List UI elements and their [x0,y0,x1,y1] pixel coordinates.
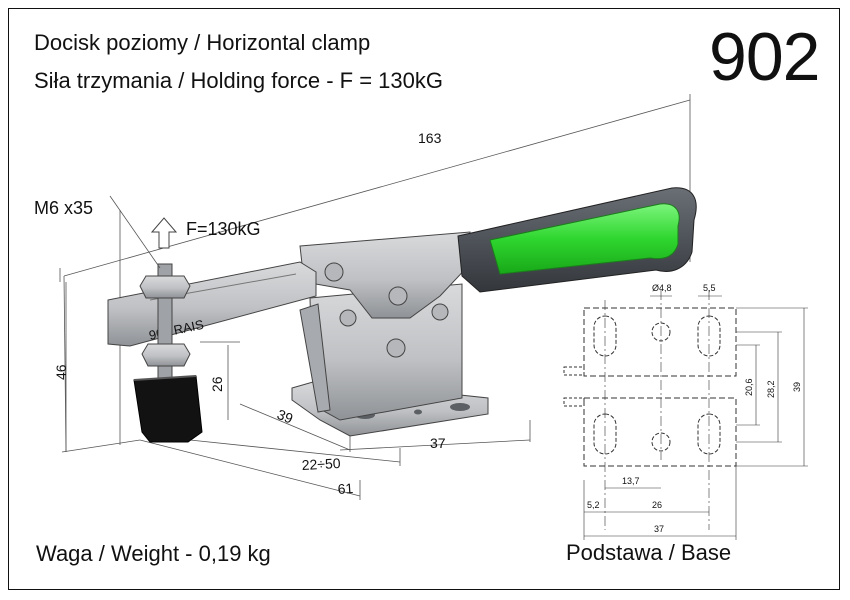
screw-label: M6 x35 [34,198,93,218]
dim-39: 39 [275,406,296,427]
base-dim-39: 39 [792,382,802,392]
dim-163: 163 [418,130,442,146]
base-dim-20-6: 20,6 [744,378,754,396]
base-dim-hole: Ø4,8 [652,283,672,293]
weight-label: Waga / Weight - 0,19 kg [36,541,271,566]
base-hole-3 [450,403,470,411]
base-dim-28-2: 28,2 [766,380,776,398]
base-caption: Podstawa / Base [566,540,732,565]
dim-37: 37 [430,435,446,451]
base-hole-2 [414,409,422,415]
dim-46: 46 [53,364,69,380]
force-arrow-icon [150,217,178,249]
base-dim-13-7: 13,7 [622,476,640,486]
dim-height-lines [61,282,141,453]
base-dim-37: 37 [654,524,664,534]
base-plate-view [563,290,808,540]
clamp-illustration: 902 RAIS [107,187,697,443]
sheet-border [8,8,840,590]
screw-leader [109,195,161,269]
dim-22-50: 22÷50 [301,455,341,473]
dim-base-lines [139,403,531,500]
dim-61: 61 [337,480,354,497]
model-number: 902 [709,19,820,95]
title-product: Docisk poziomy / Horizontal clamp [34,30,371,55]
title-holding-force: Siła trzymania / Holding force - F = 130… [34,68,443,93]
base-dim-5-2: 5,2 [587,500,600,510]
base-dim-slot: 5,5 [703,283,716,293]
dim-spindle-lines [200,341,240,420]
force-label: F=130kG [186,219,261,239]
base-dim-26: 26 [652,500,662,510]
dim-26: 26 [209,376,225,392]
